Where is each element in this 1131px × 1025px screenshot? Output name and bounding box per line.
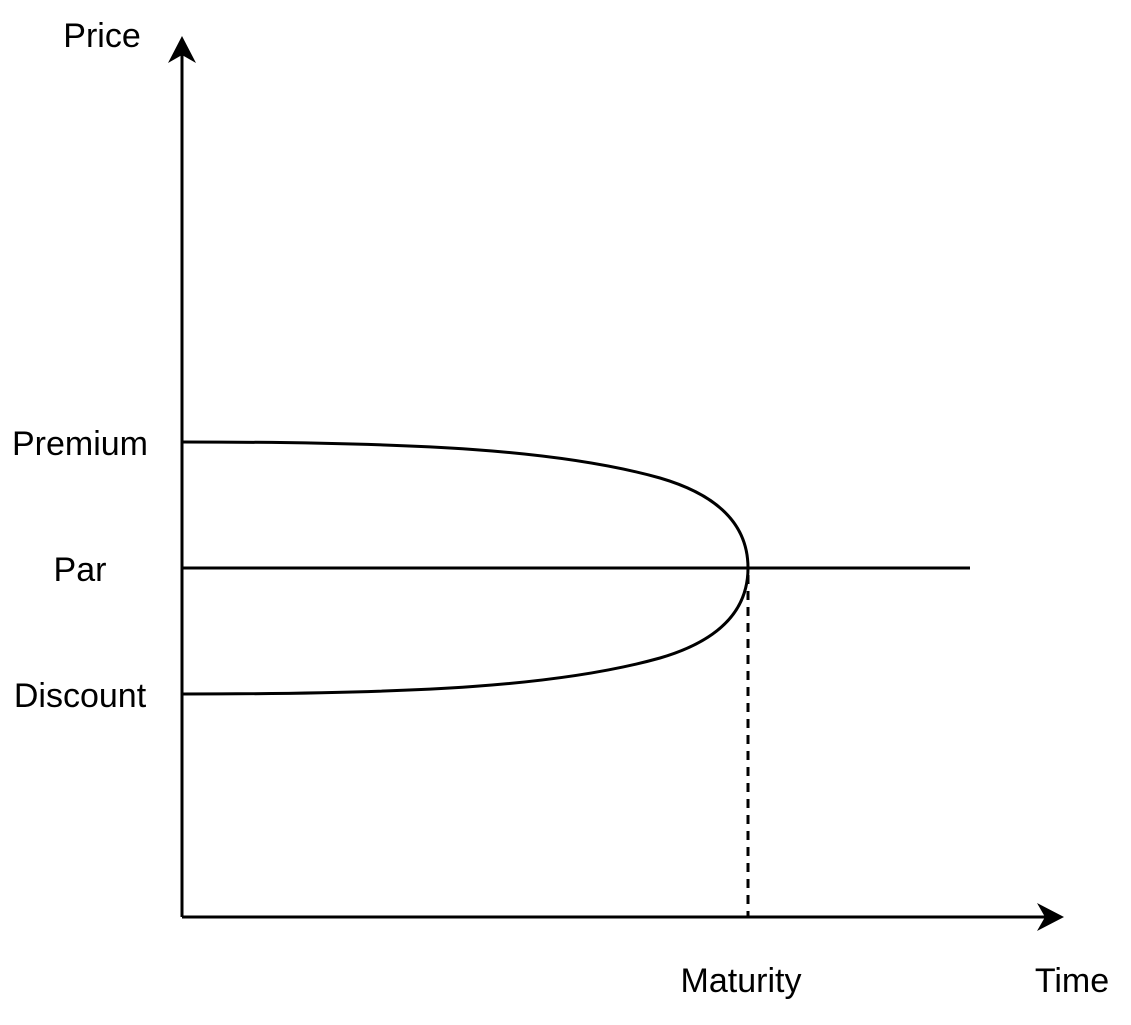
y-axis-label: Price bbox=[63, 17, 140, 55]
x-axis-arrowhead bbox=[1037, 903, 1064, 931]
premium-label: Premium bbox=[12, 425, 148, 463]
par-label: Par bbox=[54, 551, 107, 589]
premium-curve bbox=[181, 440, 750, 569]
maturity-label: Maturity bbox=[681, 962, 802, 1000]
x-axis-label: Time bbox=[1035, 962, 1109, 1000]
discount-curve bbox=[181, 567, 750, 696]
discount-label: Discount bbox=[14, 677, 147, 715]
y-axis-arrowhead bbox=[168, 36, 196, 63]
